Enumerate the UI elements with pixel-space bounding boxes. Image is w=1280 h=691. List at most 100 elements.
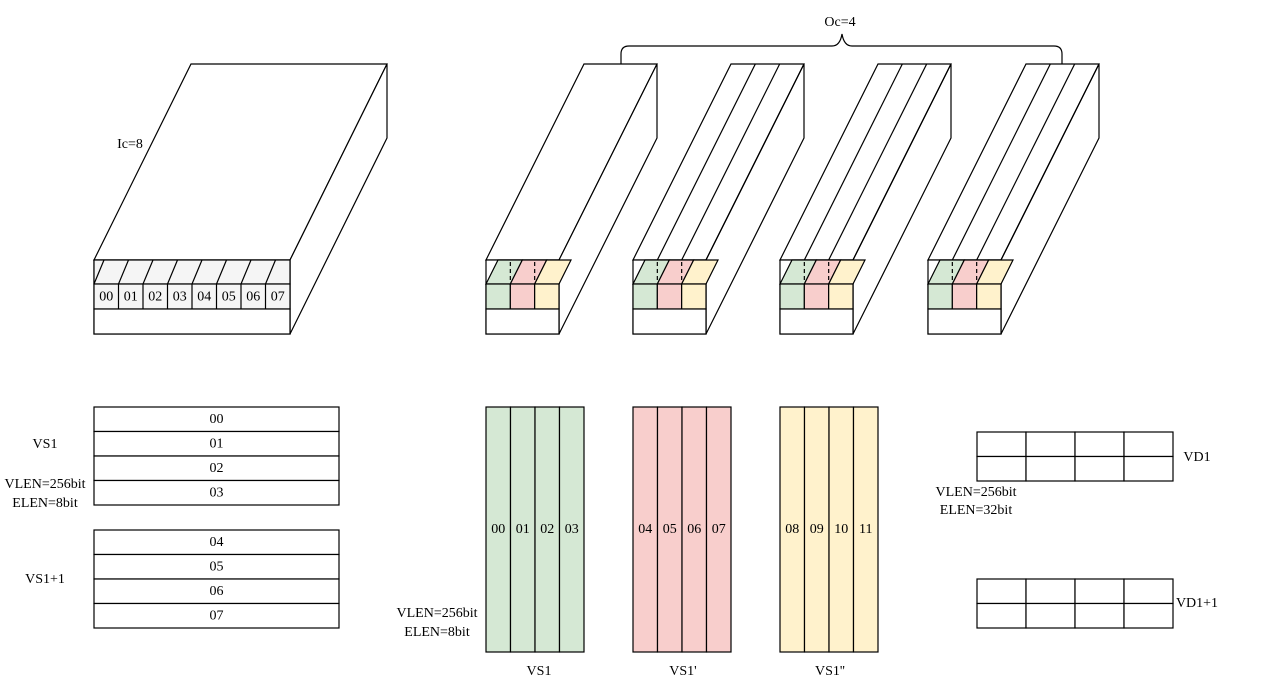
oc-label: Oc=4: [824, 15, 855, 30]
ic-label: Ic=8: [117, 137, 143, 152]
vd1-register-cell: [1025, 455, 1076, 482]
column-register-cell-label: 02: [540, 522, 554, 537]
vs1-register-row: [93, 455, 340, 482]
kernel-slab-line: [951, 63, 1051, 261]
kernel-front-cell: [534, 283, 560, 310]
input-block-slant: [117, 259, 130, 285]
vs1-register-row: [93, 479, 340, 506]
col-group-label-vs1-double-prime: VS1'': [815, 664, 845, 679]
vd1-plus1-register-cell: [1123, 578, 1174, 605]
kernel-front-cell: [656, 283, 683, 310]
vs1-plus1-register-row-label: 06: [210, 584, 224, 599]
vd1-register-cell: [1074, 455, 1125, 482]
vs1-register-row-label: 03: [210, 485, 224, 500]
kernel-front-cell: [927, 283, 953, 310]
vs1-plus1-register-row-label: 04: [210, 535, 224, 550]
kernel-front-cell: [485, 283, 511, 310]
column-register-cell-label: 04: [638, 522, 652, 537]
col-group-label-vs1: VS1: [527, 664, 552, 679]
column-register-cell: [558, 406, 585, 653]
input-block-bottom-row: [93, 308, 291, 335]
kernel-front-cell: [681, 283, 707, 310]
vd1-plus1-register-cell: [1074, 578, 1125, 605]
vd-vlen-label: VLEN=256bit: [936, 485, 1017, 500]
vs1-plus1-label: VS1+1: [25, 572, 65, 587]
column-register-cell: [681, 406, 708, 653]
column-register-cell-label: 10: [834, 522, 848, 537]
vd1-plus1-register-cell: [976, 602, 1027, 629]
column-register-cell-label: 05: [663, 522, 677, 537]
vs1-plus1-register-row-label: 05: [210, 559, 224, 574]
input-block-slant: [191, 259, 203, 285]
kernel-front-cell: [976, 283, 1002, 310]
kernel-slab-line: [656, 63, 756, 261]
kernel-slab-line: [1000, 63, 1100, 261]
kernel-front-cell: [803, 283, 830, 310]
column-register-cell: [779, 406, 806, 653]
column-register-cell-label: 07: [712, 522, 726, 537]
kernel-slab-line: [803, 63, 903, 261]
column-register-cell: [656, 406, 683, 653]
vd1-plus1-register-cell: [976, 578, 1027, 605]
kernel-bottom-row: [779, 308, 854, 335]
vd-elen-label: ELEN=32bit: [940, 503, 1013, 518]
column-register-cell-label: 00: [491, 522, 505, 537]
kernel-slab-line: [852, 63, 952, 261]
oc-brace: [620, 33, 1063, 64]
vs1-register-row-label: 00: [210, 412, 224, 427]
vd1-register-cell: [976, 431, 1027, 458]
vd-register-stack: [976, 431, 1174, 629]
kernel-front-cell: [632, 283, 658, 310]
kernel-slab-line: [681, 63, 781, 261]
input-cell-label: 03: [173, 290, 187, 305]
input-cell-label: 01: [124, 290, 138, 305]
vs1-plus1-register-row-label: 07: [210, 608, 224, 623]
kernel-blocks: [485, 63, 1100, 335]
input-cell-label: 04: [197, 290, 211, 305]
vd1-register-cell: [1025, 431, 1076, 458]
input-cell-label: 02: [148, 290, 162, 305]
vd1-plus1-register-cell: [1025, 578, 1076, 605]
input-block-slant: [93, 259, 105, 285]
vs1-register-row-label: 02: [210, 461, 224, 476]
kernel-front-cell: [828, 283, 854, 310]
input-cell-label: 05: [222, 290, 236, 305]
input-block-slant: [142, 259, 154, 285]
kernel-bottom-row: [485, 308, 560, 335]
kernel-front-cell: [951, 283, 978, 310]
input-block-slant: [264, 259, 277, 285]
column-register-cell-label: 08: [785, 522, 799, 537]
vs1-label: VS1: [33, 437, 58, 452]
column-register-cell: [632, 406, 659, 653]
oc-brace-path: [620, 33, 1063, 64]
input-cell-label: 00: [99, 290, 113, 305]
column-register-cell-label: 03: [565, 522, 579, 537]
input-block-slant: [215, 259, 228, 285]
column-register-cell: [509, 406, 536, 653]
vd1-plus1-register-cell: [1025, 602, 1076, 629]
input-cell-label: 07: [271, 290, 285, 305]
column-register-cell: [534, 406, 561, 653]
column-register-cell: [705, 406, 732, 653]
input-block-slant: [166, 259, 179, 285]
kernel-slab-line: [705, 63, 805, 261]
kernel-slab-line: [828, 63, 928, 261]
col-elen-label: ELEN=8bit: [404, 625, 470, 640]
kernel-bottom-row: [927, 308, 1002, 335]
column-register-cell-label: 09: [810, 522, 824, 537]
vs1-plus1-register-row: [93, 602, 340, 629]
column-register-cell: [828, 406, 855, 653]
vd1-plus1-register-cell: [1123, 602, 1174, 629]
kernel-front-cell: [509, 283, 536, 310]
kernel-slab-line: [976, 63, 1076, 261]
vs1-plus1-register-row: [93, 529, 340, 556]
vs1-vlen-label: VLEN=256bit: [5, 477, 86, 492]
column-register-cell-label: 01: [516, 522, 530, 537]
vd1-plus1-label: VD1+1: [1176, 596, 1218, 611]
col-vlen-label: VLEN=256bit: [397, 606, 478, 621]
vd1-register-cell: [1123, 455, 1174, 482]
